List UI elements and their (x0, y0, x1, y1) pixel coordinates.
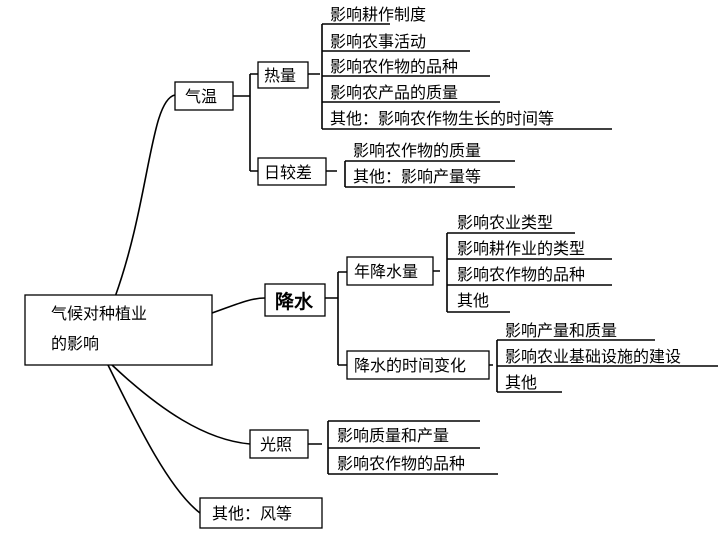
reliang-item-2: 影响农事活动 (330, 32, 426, 51)
rijiaocha-item-2: 其他：影响产量等 (353, 167, 481, 186)
shijianbianhua-item-1: 影响产量和质量 (505, 321, 617, 340)
other-label: 其他：风等 (212, 504, 292, 523)
nianjiangshuiliang-item-4: 其他 (457, 291, 489, 310)
connector-root-guangzhao (111, 364, 251, 445)
qiwen-label: 气温 (185, 87, 217, 106)
nianjiangshuiliang-label: 年降水量 (354, 262, 418, 281)
shijianbianhua-label: 降水的时间变化 (354, 356, 466, 375)
reliang-box (257, 61, 309, 89)
guangzhao-items: 影响质量和产量 影响农作物的品种 (337, 426, 465, 473)
connector-rijiaocha-items (326, 160, 515, 188)
rijiaocha-label: 日较差 (264, 163, 312, 182)
connector-root-qiwen (114, 94, 176, 298)
connector-qiwen-children (233, 73, 258, 172)
nianjiangshuiliang-items: 影响农业类型 影响耕作业的类型 影响农作物的品种 其他 (457, 213, 585, 310)
shijianbianhua-item-3: 其他 (505, 373, 537, 392)
reliang-items: 影响耕作制度 影响农事活动 影响农作物的品种 影响农产品的质量 其他：影响农作物… (330, 5, 554, 128)
nianjiangshuiliang-item-3: 影响农作物的品种 (457, 265, 585, 284)
connector-jiangshui-children (325, 271, 347, 366)
branch-other: 其他：风等 (199, 497, 323, 529)
guangzhao-item-1: 影响质量和产量 (337, 426, 449, 445)
root-title-line1: 气候对种植业 (51, 304, 147, 323)
reliang-item-3: 影响农作物的品种 (330, 57, 458, 76)
jiangshui-label: 降水 (275, 290, 314, 313)
guangzhao-label: 光照 (260, 435, 292, 454)
branch-guangzhao: 光照 影响质量和产量 影响农作物的品种 (249, 420, 498, 475)
reliang-label: 热量 (264, 66, 296, 85)
root-connectors (107, 94, 266, 514)
root-box (24, 294, 213, 366)
reliang-item-5: 其他：影响农作物生长的时间等 (330, 109, 554, 128)
reliang-item-4: 影响农产品的质量 (330, 83, 458, 102)
connector-guangzhao-items (308, 420, 498, 475)
shijianbianhua-item-2: 影响农业基础设施的建设 (505, 347, 681, 366)
connector-root-jiangshui (211, 297, 266, 314)
other-box (199, 497, 323, 529)
connector-reliang-items (308, 23, 612, 130)
root-node: 气候对种植业 的影响 (24, 294, 213, 366)
nianjiangshuiliang-box (346, 256, 434, 286)
qiwen-box (174, 81, 234, 111)
rijiaocha-items: 影响农作物的质量 其他：影响产量等 (353, 141, 481, 186)
shijianbianhua-box (346, 350, 490, 380)
reliang-item-1: 影响耕作制度 (330, 5, 426, 24)
shijianbianhua-items: 影响产量和质量 影响农业基础设施的建设 其他 (505, 321, 681, 392)
connector-root-other (107, 364, 201, 514)
guangzhao-box (249, 429, 309, 459)
nianjiangshuiliang-item-2: 影响耕作业的类型 (457, 239, 585, 258)
branch-qiwen: 气温 热量 影响耕作制度 影响农事活动 影响农作物的品种 影响农产品的质量 其他… (174, 5, 612, 188)
rijiaocha-item-1: 影响农作物的质量 (353, 141, 481, 160)
guangzhao-item-2: 影响农作物的品种 (337, 454, 465, 473)
nianjiangshuiliang-item-1: 影响农业类型 (457, 213, 553, 232)
branch-jiangshui: 降水 年降水量 影响农业类型 影响耕作业的类型 影响农作物的品种 其他 降水的时… (264, 213, 718, 393)
connector-shijianbianhua-items (489, 339, 718, 393)
root-title-line2: 的影响 (51, 334, 99, 353)
jiangshui-box (264, 283, 326, 317)
connector-nianjiangshuiliang-items (433, 232, 612, 313)
